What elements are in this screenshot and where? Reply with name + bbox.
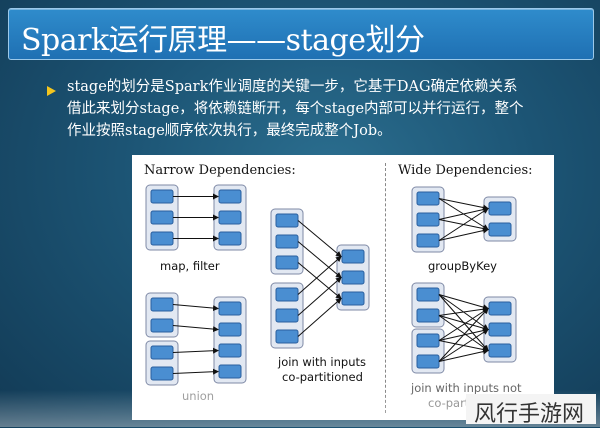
watermark-text: 风行手游网 [474,402,585,427]
join-copart-edge [297,262,342,300]
union-source-group-b-partition [150,345,174,360]
union-source-group-a-partition [150,318,174,333]
join-not-edge [438,315,489,352]
bullet-line-1: stage的划分是Spark作业调度的关键一步，它基于DAG确定依赖关系 [67,79,518,95]
map-source-group-partition [150,189,174,204]
groupbykey-edge [438,227,489,241]
union-edge [172,347,219,354]
bullet-arrow-icon [47,86,56,96]
join-copart-edge [297,276,342,316]
union-target-group-partition [218,301,242,316]
join-not-bottom-group-partition [416,333,440,348]
join-not-edge [438,328,489,362]
join-not-edge [438,348,489,362]
join-copart-left-group-partition [275,255,299,270]
map-target-group-partition [218,210,242,225]
join-not-edge [438,315,489,332]
groupbykey-edge [438,207,489,241]
union-edge [172,368,219,375]
groupbykey-edge [438,206,489,220]
section-divider [385,163,386,413]
join-not-output-group-partition [488,322,512,337]
join-not-output-group-partition [488,343,512,358]
dependency-diagram-svg [145,184,517,386]
groupbykey-source-group-partition [416,233,440,248]
join-not-edge [438,307,489,362]
join-not-edge [438,306,489,316]
join-copart-bottom-group-partition [275,329,299,344]
join-copart-edge [297,220,342,258]
join-not-edge [438,307,489,341]
narrow-dependencies-heading: Narrow Dependencies: [144,163,296,178]
slide-title: Spark运行原理——stage划分 [21,23,425,58]
join-copart-output-group-partition [341,291,365,306]
slide-title-bar: Spark运行原理——stage划分 [8,8,594,60]
dependency-diagram: Narrow Dependencies: Wide Dependencies: … [132,155,554,420]
union-edge [172,325,219,333]
join-not-copartitioned-label-1: join with inputs not [411,381,522,395]
watermark-badge: 风行手游网 [466,394,596,427]
map-source-group-partition [150,210,174,225]
join-not-left-group-partition [416,287,440,302]
union-edge [172,304,219,312]
union-target-group-partition [218,343,242,358]
groupbykey-target-group-partition [488,222,512,237]
join-copart-bottom-group-partition [275,287,299,302]
join-copart-edge [297,255,342,295]
map-target-group-partition [218,231,242,246]
groupbykey-label: groupByKey [428,259,497,273]
join-copart-bottom-group-partition [275,308,299,323]
join-not-bottom-group-partition [416,354,440,369]
join-not-edge [438,294,489,311]
union-label: union [182,389,215,403]
join-copart-edge [297,297,342,337]
union-source-group-a-partition [150,297,174,312]
bullet-paragraph: stage的划分是Spark作业调度的关键一步，它基于DAG确定依赖关系 借此来… [67,76,597,142]
join-copart-left-group-partition [275,213,299,228]
union-target-group-partition [218,322,242,337]
union-target-group-partition [218,364,242,379]
join-not-output-group-partition [488,301,512,316]
join-not-left-group-partition [416,308,440,323]
groupbykey-target-group-partition [488,201,512,216]
bullet-line-2: 借此来划分stage，将依赖链断开，每个stage内部可以并行运行，整个 [67,101,524,117]
bullet-line-3: 作业按照stage顺序依次执行，最终完成整个Job。 [67,123,392,139]
join-copartitioned-label-2: co-partitioned [282,370,363,384]
join-copartitioned-label-1: join with inputs [278,355,366,369]
map-filter-label: map, filter [160,259,220,273]
union-source-group-b-partition [150,366,174,381]
union-target-group [213,296,247,384]
groupbykey-source-group-partition [416,212,440,227]
map-target-group-partition [218,189,242,204]
join-copart-left-group-partition [275,234,299,249]
join-copart-edge [297,241,342,279]
join-copart-output-group-partition [341,249,365,264]
groupbykey-edge [438,198,489,211]
join-copart-output-group-partition [341,270,365,285]
map-source-group-partition [150,231,174,246]
wide-dependencies-heading: Wide Dependencies: [398,163,533,178]
groupbykey-source-group-partition [416,191,440,206]
